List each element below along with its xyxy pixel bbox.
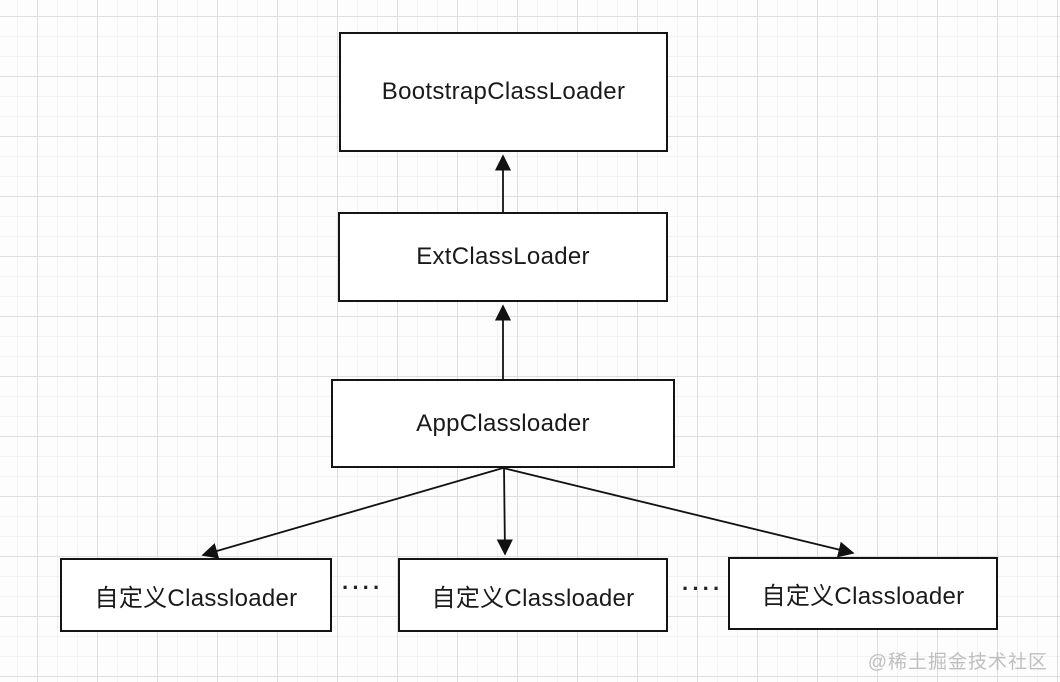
node-custom-classloader-right-label: 自定义Classloader bbox=[761, 583, 965, 610]
node-custom-classloader-middle-label: 自定义Classloader bbox=[431, 584, 635, 612]
node-app-classloader: AppClassloader bbox=[331, 379, 675, 468]
node-custom-classloader-left-label: 自定义Classloader bbox=[94, 584, 298, 612]
node-app-classloader-label: AppClassloader bbox=[416, 409, 590, 437]
ellipsis-dots-left: ···· bbox=[342, 575, 384, 600]
node-bootstrap-classloader-label: BootstrapClassLoader bbox=[381, 78, 626, 105]
arrow-app-to-custom-middle bbox=[496, 467, 513, 556]
node-bootstrap-classloader: BootstrapClassLoader bbox=[339, 32, 668, 152]
arrow-app-to-custom-left bbox=[201, 467, 504, 559]
node-custom-classloader-middle: 自定义Classloader bbox=[398, 558, 668, 632]
node-custom-classloader-left: 自定义Classloader bbox=[60, 558, 332, 632]
node-ext-classloader-label: ExtClassLoader bbox=[416, 243, 590, 270]
ellipsis-dots-right: ···· bbox=[682, 576, 724, 601]
arrow-app-to-custom-right bbox=[502, 467, 855, 558]
node-custom-classloader-right: 自定义Classloader bbox=[728, 557, 998, 630]
node-ext-classloader: ExtClassLoader bbox=[338, 212, 668, 302]
watermark: @稀土掘金技术社区 bbox=[867, 652, 1048, 673]
